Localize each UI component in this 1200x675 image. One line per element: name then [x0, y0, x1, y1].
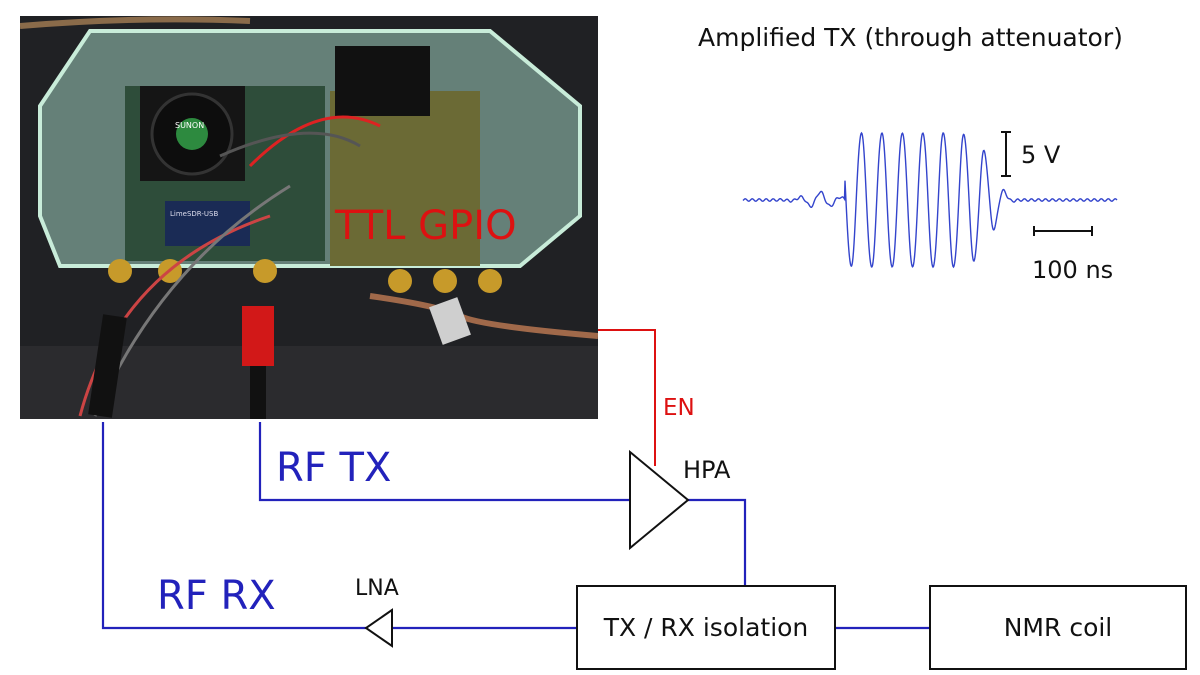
rf-tx-label: RF TX [276, 445, 392, 491]
voltage-scale-label: 5 V [1021, 141, 1061, 169]
rf-rx-label: RF RX [157, 573, 276, 619]
fan-label: SUNON [175, 121, 204, 130]
scope-title: Amplified TX (through attenuator) [698, 23, 1123, 52]
tx-rx-isolation-block: TX / RX isolation [576, 585, 836, 670]
gpio-label: TTL GPIO [335, 203, 517, 249]
tx-waveform-trace [742, 131, 1118, 269]
hpa-to-isolation-line [688, 498, 747, 585]
photo-illustration: SUNON LimeSDR-USB [20, 16, 598, 419]
time-scale-label: 100 ns [1032, 256, 1114, 284]
en-label: EN [663, 395, 695, 421]
lna-amplifier-symbol [364, 608, 393, 648]
board-label: LimeSDR-USB [170, 210, 218, 218]
en-line [598, 329, 656, 466]
lna-label: LNA [355, 576, 399, 601]
rf-tx-line [258, 422, 630, 502]
nmr-coil-block: NMR coil [929, 585, 1187, 670]
hardware-photo: SUNON LimeSDR-USB TTL GPIO [20, 16, 598, 419]
hpa-amplifier-symbol [629, 449, 690, 551]
rf-rx-line [101, 422, 366, 630]
hpa-label: HPA [683, 456, 731, 484]
